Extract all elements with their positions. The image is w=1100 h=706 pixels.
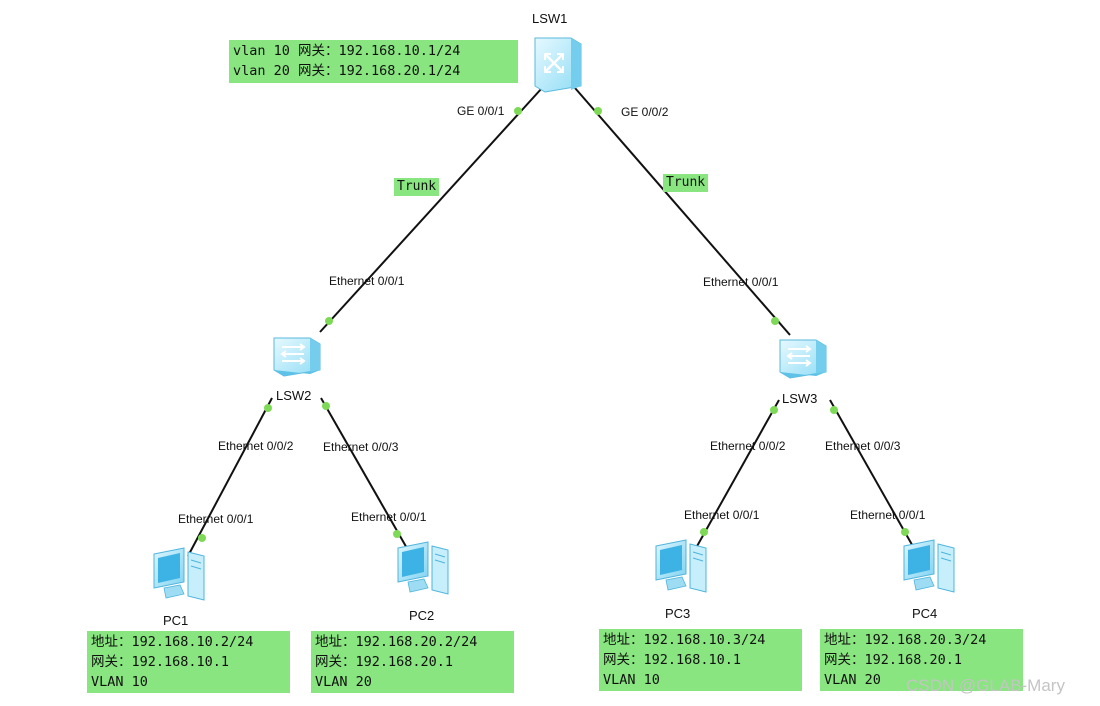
trunk-label-left: Trunk [394, 178, 440, 196]
gateway-note: vlan 10 网关：192.168.10.1/24 vlan 20 网关：19… [229, 40, 518, 83]
port-dot [322, 402, 330, 410]
note-line: 地址：192.168.10.2/24 [91, 634, 254, 650]
port-label: Ethernet 0/0/1 [850, 508, 926, 522]
links [187, 87, 916, 557]
pc-icon[interactable] [397, 541, 449, 595]
port-label: GE 0/0/1 [457, 104, 505, 118]
link-lsw2-pc2[interactable] [320, 397, 409, 551]
port-label: Ethernet 0/0/3 [323, 440, 399, 454]
device-label-lsw3: LSW3 [782, 391, 818, 406]
note-line: 网关：192.168.10.1 [91, 654, 230, 670]
switch-icon[interactable] [779, 339, 827, 379]
gateway-line: vlan 10 网关：192.168.10.1/24 [233, 43, 461, 59]
trunk-label-right: Trunk [663, 174, 709, 192]
port-dot [393, 530, 401, 538]
pc3-note: 地址：192.168.10.3/24 网关：192.168.10.1 VLAN … [599, 629, 802, 691]
pc-icon[interactable] [655, 539, 707, 593]
device-label-pc4: PC4 [912, 606, 938, 621]
note-line: VLAN 20 [824, 672, 881, 688]
link-lsw3-pc4[interactable] [829, 399, 916, 551]
note-line: VLAN 20 [315, 674, 372, 690]
port-dot [771, 317, 779, 325]
port-dot [594, 107, 602, 115]
port-label: Ethernet 0/0/1 [684, 508, 760, 522]
port-label: Ethernet 0/0/1 [351, 510, 427, 524]
port-dot [830, 406, 838, 414]
port-label: Ethernet 0/0/1 [329, 274, 405, 288]
note-line: 地址：192.168.20.2/24 [315, 634, 478, 650]
port-dots [198, 107, 909, 542]
device-label-lsw1: LSW1 [532, 11, 568, 26]
port-label: Ethernet 0/0/2 [710, 439, 786, 453]
note-line: 网关：192.168.20.1 [315, 654, 454, 670]
link-lsw1-lsw3[interactable] [574, 87, 791, 336]
gateway-line: vlan 20 网关：192.168.20.1/24 [233, 63, 461, 79]
note-line: 网关：192.168.20.1 [824, 652, 963, 668]
link-lsw3-pc3[interactable] [695, 399, 780, 549]
port-dot [325, 317, 333, 325]
link-lsw1-lsw2[interactable] [319, 87, 543, 333]
pc-icon[interactable] [903, 539, 955, 593]
link-lsw2-pc1[interactable] [187, 397, 273, 557]
note-line: VLAN 10 [91, 674, 148, 690]
port-label: GE 0/0/2 [621, 105, 669, 119]
port-label: Ethernet 0/0/2 [218, 439, 294, 453]
core-switch-icon[interactable] [533, 36, 583, 94]
port-dot [198, 534, 206, 542]
port-label: Ethernet 0/0/1 [703, 275, 779, 289]
port-dot [514, 107, 522, 115]
pc4-note: 地址：192.168.20.3/24 网关：192.168.20.1 VLAN … [820, 629, 1023, 691]
device-label-lsw2: LSW2 [276, 388, 312, 403]
pc2-note: 地址：192.168.20.2/24 网关：192.168.20.1 VLAN … [311, 631, 514, 693]
pc-icon[interactable] [153, 547, 205, 601]
pc1-note: 地址：192.168.10.2/24 网关：192.168.10.1 VLAN … [87, 631, 290, 693]
device-label-pc2: PC2 [409, 608, 435, 623]
note-line: 地址：192.168.10.3/24 [603, 632, 766, 648]
port-dot [901, 528, 909, 536]
port-dot [700, 528, 708, 536]
port-dot [770, 406, 778, 414]
device-label-pc3: PC3 [665, 606, 691, 621]
port-label: Ethernet 0/0/3 [825, 439, 901, 453]
note-line: 网关：192.168.10.1 [603, 652, 742, 668]
watermark: CSDN @GLAB-Mary [906, 676, 1065, 695]
device-label-pc1: PC1 [163, 613, 189, 628]
note-line: VLAN 10 [603, 672, 660, 688]
port-label: Ethernet 0/0/1 [178, 512, 254, 526]
switch-icon[interactable] [273, 337, 321, 377]
note-line: 地址：192.168.20.3/24 [824, 632, 987, 648]
port-dot [264, 404, 272, 412]
